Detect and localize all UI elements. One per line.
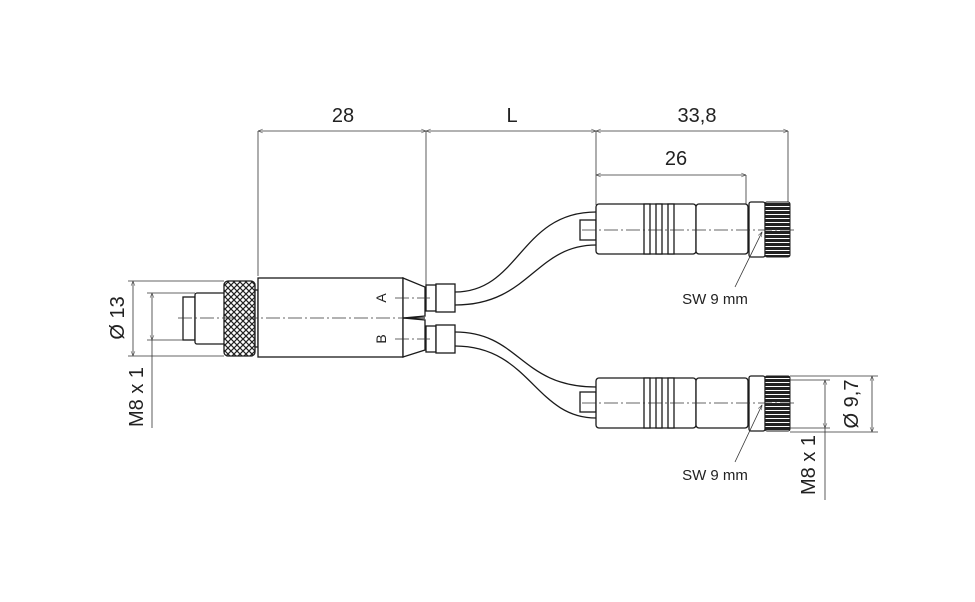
female-connector-a [579, 201, 791, 258]
dim-plug-diameter: Ø 13 [107, 296, 129, 339]
dim-body-length: 28 [332, 105, 354, 127]
knurled-nut [223, 280, 256, 357]
plug-dimension-lines [128, 280, 224, 428]
wrench-size-label-top: SW 9 mm [682, 291, 748, 308]
cable-a [454, 211, 597, 306]
dim-connector-body-length: 26 [665, 148, 687, 170]
dim-plug-thread: M8 x 1 [126, 367, 148, 427]
wrench-size-label-bottom: SW 9 mm [682, 467, 748, 484]
splitter-body [257, 277, 456, 358]
branch-label-b: B [373, 334, 389, 343]
female-connector-b [579, 375, 791, 432]
socket-dimension-lines [790, 375, 878, 500]
branch-label-a: A [373, 293, 389, 303]
knurled-nut [764, 375, 791, 432]
dim-connector-length: 33,8 [678, 105, 717, 127]
dim-socket-diameter: Ø 9,7 [841, 380, 863, 429]
cable-b [454, 331, 597, 419]
dim-cable-length: L [506, 105, 517, 127]
knurled-nut [764, 201, 791, 258]
dimension-lines-top [257, 128, 789, 286]
dim-socket-thread: M8 x 1 [798, 435, 820, 495]
male-plug-connector [182, 280, 259, 357]
